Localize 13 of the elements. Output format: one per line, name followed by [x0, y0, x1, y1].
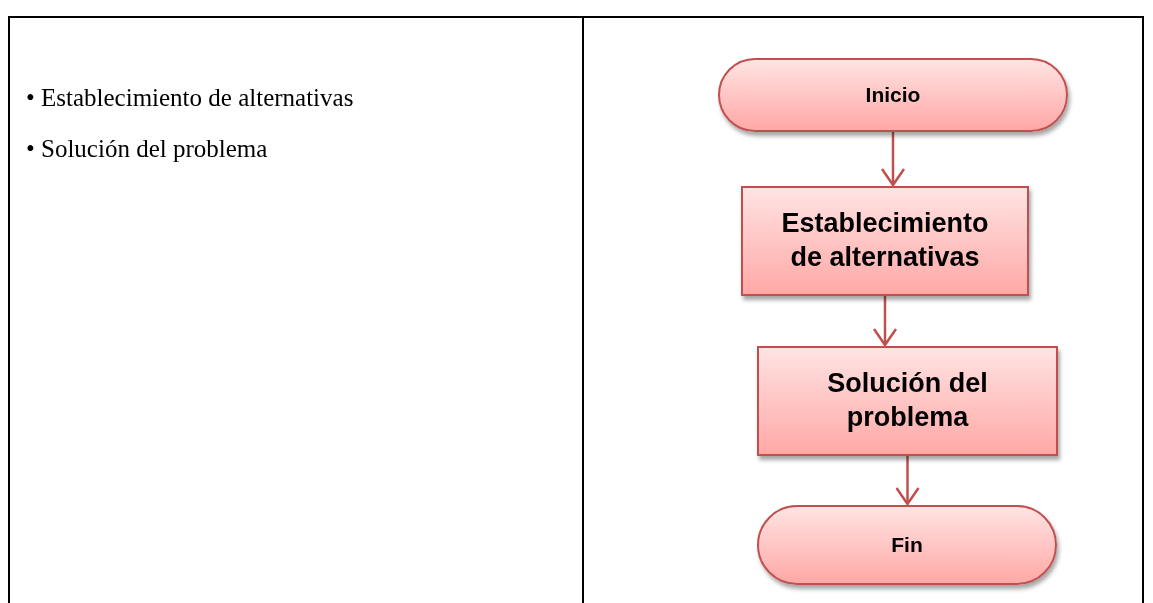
terminal-pill — [757, 505, 1057, 585]
node-label: Fin — [891, 531, 923, 558]
bullet-item: • Solución del problema — [26, 134, 269, 164]
terminal-pill — [718, 58, 1068, 132]
node-label: Establecimiento de alternativas — [780, 207, 990, 274]
arrow — [895, 456, 920, 506]
arrow — [872, 296, 898, 347]
node-label: Solución del problema — [826, 367, 989, 434]
bullet-item: • Establecimiento de alternativas — [26, 83, 354, 113]
process-box — [741, 186, 1029, 296]
node-label: Inicio — [865, 81, 921, 108]
process-box — [757, 346, 1058, 456]
arrow — [880, 132, 906, 187]
